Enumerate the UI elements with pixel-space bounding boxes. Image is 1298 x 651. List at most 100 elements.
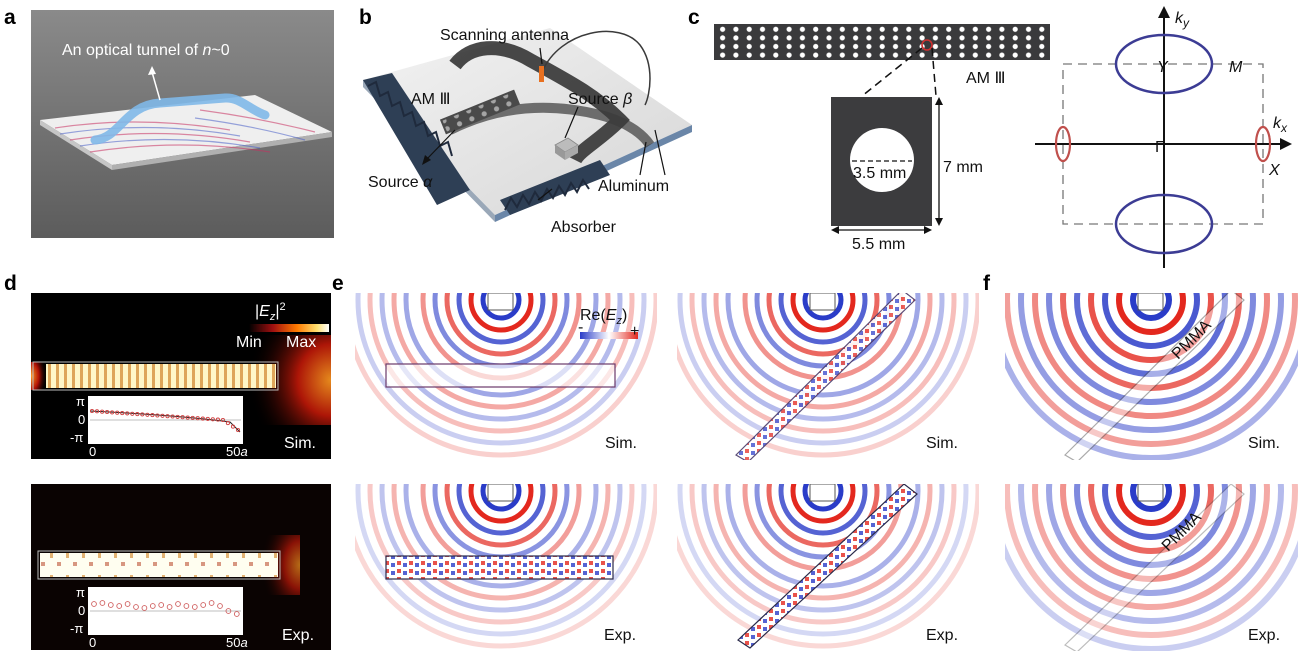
- e-exp-2-label: Exp.: [926, 627, 958, 644]
- phase-marker: [200, 416, 205, 421]
- panel-letter-f: f: [983, 272, 991, 295]
- phase-marker: [140, 412, 145, 417]
- phase-marker: [235, 427, 241, 433]
- d-colorbar-max: Max: [286, 334, 316, 351]
- panel-e: e Re(Ez) - +: [332, 272, 979, 651]
- d-sim-waveguide-field: [46, 364, 276, 388]
- phase-marker: [233, 611, 240, 617]
- d-exp-xend: 50a: [226, 635, 248, 650]
- phase-marker: [94, 409, 100, 414]
- phase-marker: [180, 415, 185, 420]
- phase-marker: [220, 417, 225, 423]
- phase-marker: [135, 412, 140, 417]
- phase-marker: [89, 408, 95, 414]
- phase-marker: [191, 604, 198, 610]
- phase-marker: [215, 417, 220, 422]
- phase-marker: [166, 604, 173, 610]
- phase-marker: [205, 416, 210, 421]
- phase-marker: [130, 411, 135, 416]
- point-X-label: X: [1268, 162, 1281, 179]
- point-Gamma-label: Γ: [1155, 139, 1164, 156]
- phase-marker: [141, 605, 148, 611]
- e-sim-1-label: Sim.: [605, 435, 637, 452]
- am3-label-c: AM Ⅲ: [966, 70, 1005, 87]
- panel-a: a An optical tunnel of n~0: [4, 6, 334, 238]
- phase-marker: [230, 424, 236, 429]
- d-colorbar-min: Min: [236, 334, 262, 351]
- d-sim-phase-points: [89, 408, 241, 433]
- absorber-left: [363, 73, 470, 205]
- phase-marker: [133, 604, 139, 610]
- phase-marker: [208, 600, 215, 606]
- d-exp-x0: 0: [89, 635, 96, 650]
- ky-label: ky: [1175, 10, 1190, 30]
- d-colorbar: [249, 324, 329, 332]
- e-colorbar: [580, 332, 638, 339]
- am3-label-b: AM Ⅲ: [411, 91, 450, 108]
- d-exp-mpi: -π: [70, 621, 83, 636]
- e-colorbar-minus: -: [578, 319, 583, 336]
- phase-marker: [195, 416, 200, 421]
- panel-letter-a: a: [4, 6, 16, 29]
- e-colorbar-plus: +: [630, 323, 639, 340]
- phase-marker: [217, 603, 223, 609]
- d-sim-x0: 0: [89, 444, 96, 459]
- panel-letter-c: c: [688, 6, 700, 29]
- d-exp-label: Exp.: [282, 627, 314, 644]
- d-exp-pi: π: [76, 585, 85, 600]
- absorber-label: Absorber: [551, 219, 617, 236]
- phase-marker: [210, 417, 215, 422]
- phase-marker: [105, 409, 110, 415]
- phase-marker: [225, 421, 230, 426]
- hole-diameter-label: 3.5 mm: [853, 165, 906, 182]
- d-sim-pi: π: [76, 394, 85, 409]
- phase-marker: [145, 412, 150, 417]
- e-exp-1-label: Exp.: [604, 627, 636, 644]
- phase-marker: [150, 413, 155, 418]
- tunnel-label: An optical tunnel of n~0: [62, 42, 230, 59]
- e-colorbar-title: Re(Ez): [580, 307, 627, 327]
- scanning-antenna-probe: [539, 66, 544, 82]
- iso-freq-contour-right: [1254, 125, 1272, 163]
- e-sim-horizontal: [355, 293, 657, 460]
- phase-marker: [91, 601, 97, 607]
- phase-marker: [115, 410, 120, 415]
- phase-marker: [165, 414, 170, 419]
- phase-marker: [100, 409, 105, 414]
- phase-marker: [149, 603, 156, 609]
- d-sim-xend: 50a: [226, 444, 248, 459]
- point-M-label: M: [1229, 59, 1243, 76]
- unit-cell-marker: [921, 39, 933, 51]
- phase-marker: [200, 602, 207, 608]
- e-exp-horizontal: [355, 484, 657, 651]
- source-beta-label: Source β: [568, 91, 632, 108]
- phase-marker: [120, 411, 125, 416]
- phase-marker: [175, 414, 180, 419]
- panel-c: c AM Ⅲ 3.5 mm 7 mm 5.5 mm ky kx Y M Γ X: [688, 6, 1292, 268]
- phase-marker: [116, 603, 123, 609]
- cell-height-label: 7 mm: [943, 159, 983, 176]
- e-sim-2-label: Sim.: [926, 435, 958, 452]
- phase-marker: [124, 601, 131, 607]
- panel-d: d |Ez|2 Min Max π 0 -π 0 50a Sim. π 0 -π…: [4, 272, 331, 650]
- f-sim-map: [1005, 293, 1298, 460]
- aluminum-plate: [363, 28, 692, 215]
- panel-b: b Scanning antenna AM Ⅲ Source β Source …: [359, 6, 692, 236]
- scan-waveguide-dark: [449, 41, 630, 164]
- phase-marker: [175, 601, 181, 607]
- d-exp-phase-points: [91, 600, 240, 617]
- phase-marker: [107, 602, 114, 608]
- d-sim-zero: 0: [78, 412, 85, 427]
- panel-letter-b: b: [359, 6, 372, 29]
- cell-width-label: 5.5 mm: [852, 236, 905, 253]
- f-exp-label: Exp.: [1248, 627, 1280, 644]
- iso-freq-contour-bottom: [1114, 193, 1214, 255]
- d-sim-mpi: -π: [70, 430, 83, 445]
- phase-marker: [155, 413, 160, 418]
- d-colorbar-title: |Ez|2: [255, 301, 286, 323]
- e-sim-tilted: [677, 293, 979, 460]
- scanning-antenna-label: Scanning antenna: [440, 27, 569, 44]
- f-exp-map: [1005, 484, 1298, 651]
- phase-marker: [170, 414, 175, 419]
- d-exp-waveguide-field: [40, 553, 278, 577]
